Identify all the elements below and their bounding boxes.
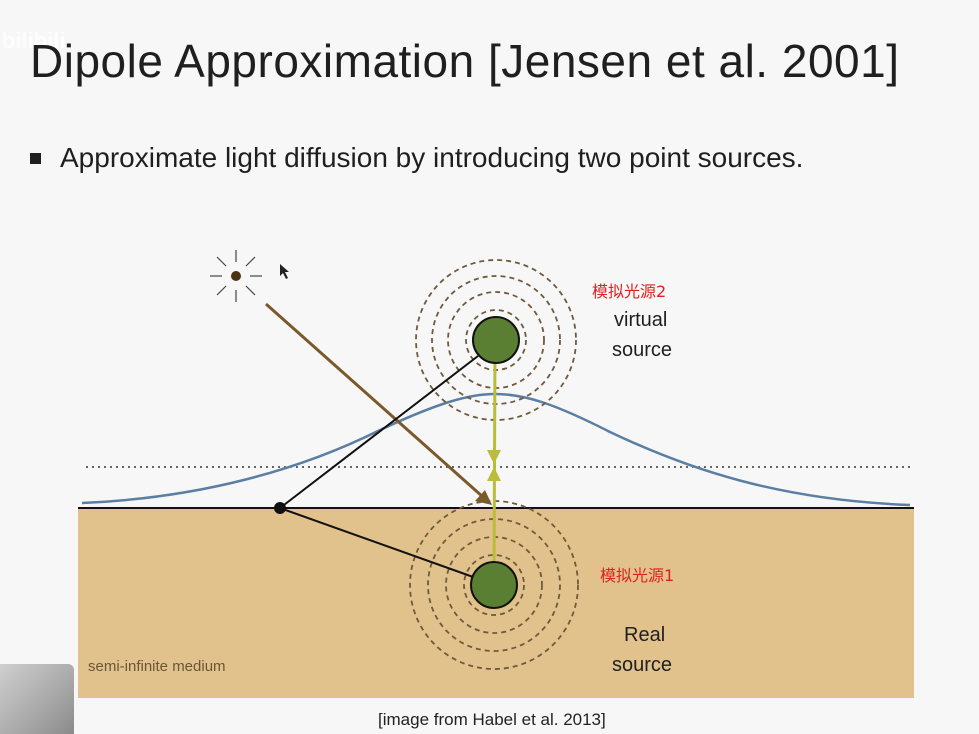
- watermark: bilibili: [2, 28, 66, 53]
- incident-ray-arrowhead: [475, 490, 492, 505]
- real-source-label-line2: source: [612, 654, 672, 676]
- webcam-thumbnail: [0, 664, 74, 734]
- line-to-real-source: [279, 507, 477, 579]
- virtual-source-label-line2: source: [612, 339, 672, 361]
- virtual-source: [472, 316, 520, 364]
- virtual-source-label-line1: virtual: [614, 309, 667, 331]
- light-source-icon: [210, 250, 262, 302]
- bullet-square-icon: [30, 153, 41, 164]
- annotation-real-cn: 模拟光源1: [600, 566, 674, 585]
- real-source-label-line1: Real: [624, 624, 665, 646]
- incident-light-ray: [265, 302, 484, 499]
- real-source: [470, 561, 518, 609]
- medium-label: semi-infinite medium: [88, 658, 226, 675]
- slide-title: Dipole Approximation [Jensen et al. 2001…: [30, 35, 900, 87]
- exit-point: [274, 502, 286, 514]
- line-to-virtual-source: [279, 355, 479, 509]
- axis-arrow-up: [487, 467, 501, 481]
- mouse-cursor-icon: [280, 264, 289, 279]
- bullet-text: Approximate light diffusion by introduci…: [60, 142, 804, 173]
- axis-arrow-down: [487, 450, 501, 464]
- annotation-virtual-cn: 模拟光源2: [592, 282, 666, 301]
- figure-caption: [image from Habel et al. 2013]: [378, 710, 606, 729]
